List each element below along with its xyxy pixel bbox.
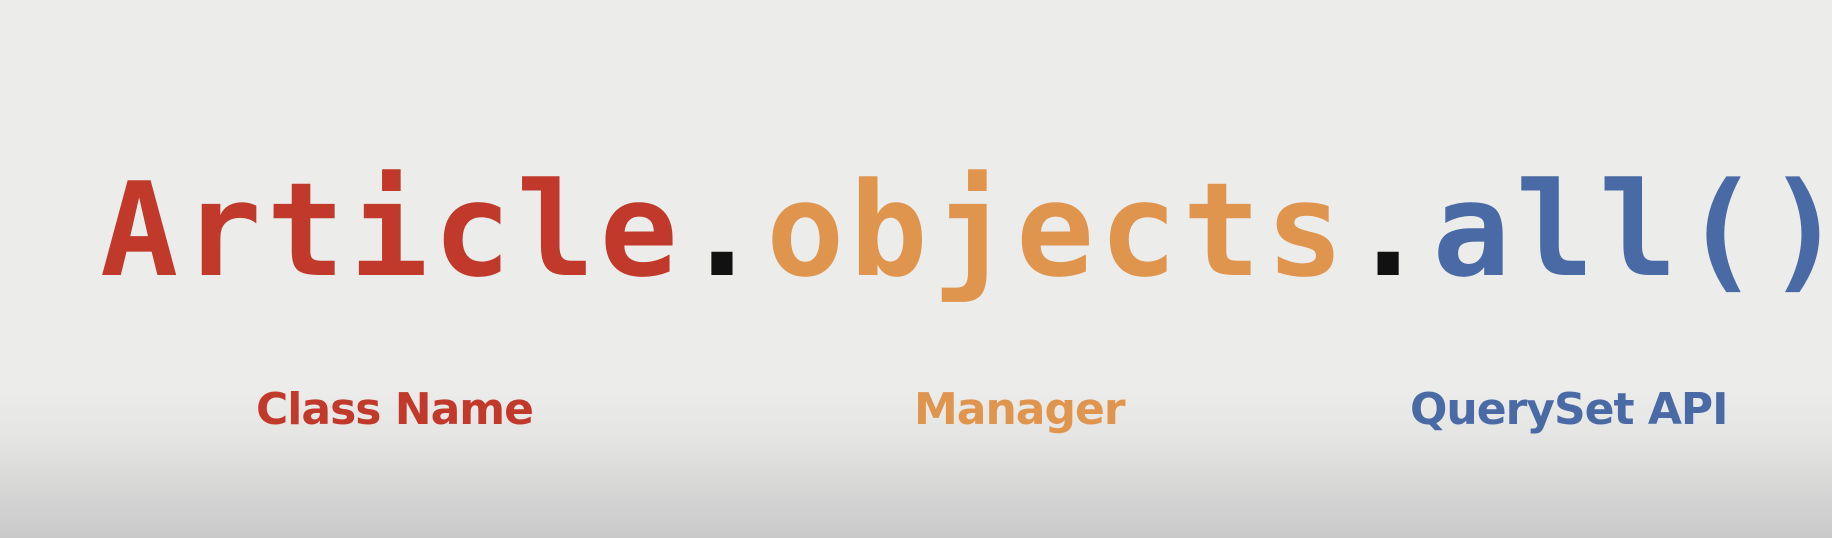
label-queryset-api: QuerySet API: [1410, 384, 1729, 435]
code-expression: Article.objects.all(): [100, 150, 1832, 310]
code-queryset-method: all(): [1432, 154, 1832, 306]
label-class-name: Class Name: [256, 384, 534, 435]
code-separator-dot: .: [682, 154, 767, 306]
label-manager: Manager: [914, 384, 1126, 435]
code-class-name: Article: [100, 154, 683, 306]
code-separator-dot: .: [1349, 154, 1433, 306]
code-manager: objects: [766, 154, 1350, 306]
